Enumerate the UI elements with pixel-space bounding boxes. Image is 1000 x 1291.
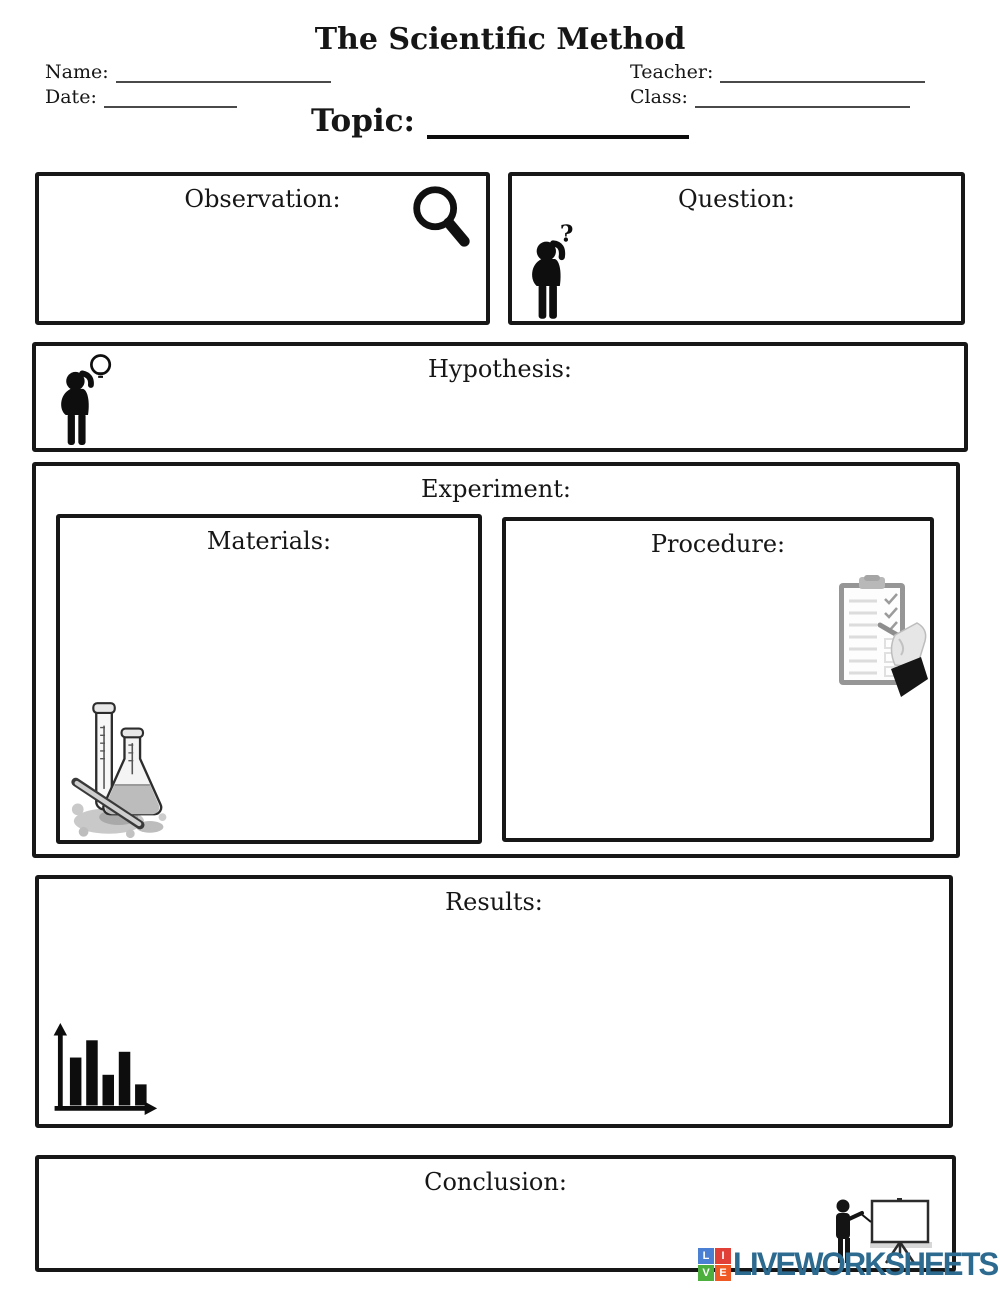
class-field-row: Class: bbox=[630, 84, 925, 108]
liveworksheets-logo[interactable]: L I V E LIVEWORKSHEETS bbox=[698, 1247, 1000, 1281]
observation-label: Observation: bbox=[184, 185, 341, 213]
bar-chart-icon bbox=[45, 1022, 160, 1118]
conclusion-box: Conclusion: bbox=[35, 1155, 956, 1272]
procedure-label: Procedure: bbox=[650, 530, 786, 558]
name-label: Name: bbox=[45, 61, 109, 83]
page-title: The Scientific Method bbox=[314, 22, 686, 57]
procedure-box: Procedure: bbox=[502, 517, 934, 842]
hypothesis-writing-area[interactable] bbox=[40, 390, 960, 444]
results-label: Results: bbox=[445, 888, 543, 916]
experiment-label: Experiment: bbox=[421, 475, 571, 503]
observation-box: Observation: bbox=[35, 172, 490, 325]
date-blank[interactable] bbox=[103, 91, 237, 108]
name-field-row: Name: bbox=[45, 59, 331, 83]
logo-square-l: L bbox=[698, 1247, 714, 1264]
date-label: Date: bbox=[45, 86, 97, 108]
header-fields-right: Teacher: Class: bbox=[630, 59, 926, 109]
class-blank[interactable] bbox=[694, 91, 910, 108]
lab-flasks-icon bbox=[68, 696, 180, 839]
presentation-board-icon bbox=[830, 1198, 934, 1264]
topic-label: Topic: bbox=[311, 103, 415, 139]
question-box: Question: ? bbox=[508, 172, 965, 325]
logo-square-v: V bbox=[698, 1264, 714, 1281]
name-blank[interactable] bbox=[115, 66, 331, 83]
materials-box: Materials: bbox=[56, 514, 482, 844]
clipboard-checklist-icon bbox=[833, 573, 928, 703]
logo-square-e: E bbox=[715, 1264, 731, 1281]
liveworksheets-logo-squares: L I V E bbox=[698, 1247, 731, 1281]
teacher-field-row: Teacher: bbox=[630, 59, 926, 83]
date-field-row: Date: bbox=[45, 84, 331, 108]
header-fields-left: Name: Date: bbox=[45, 59, 331, 109]
experiment-box: Experiment: Materials: bbox=[32, 462, 960, 858]
question-label: Question: bbox=[678, 185, 795, 213]
topic-row: Topic: bbox=[0, 103, 1000, 139]
question-mark-glyph: ? bbox=[560, 221, 574, 248]
teacher-label: Teacher: bbox=[630, 61, 714, 83]
teacher-blank[interactable] bbox=[720, 66, 926, 83]
hypothesis-label: Hypothesis: bbox=[428, 355, 572, 383]
results-box: Results: bbox=[35, 875, 953, 1128]
hypothesis-box: Hypothesis: bbox=[32, 342, 968, 452]
magnifying-glass-icon bbox=[406, 182, 476, 252]
materials-label: Materials: bbox=[206, 527, 332, 555]
idea-person-lightbulb-icon bbox=[58, 352, 118, 447]
topic-blank[interactable] bbox=[426, 111, 689, 139]
conclusion-label: Conclusion: bbox=[424, 1168, 567, 1196]
class-label: Class: bbox=[630, 86, 688, 108]
question-writing-area[interactable] bbox=[516, 220, 957, 317]
results-writing-area[interactable] bbox=[43, 923, 945, 1120]
logo-square-i: I bbox=[715, 1247, 731, 1264]
thinking-person-icon: ? bbox=[528, 220, 582, 322]
liveworksheets-wordmark: LIVEWORKSHEETS bbox=[733, 1246, 999, 1282]
